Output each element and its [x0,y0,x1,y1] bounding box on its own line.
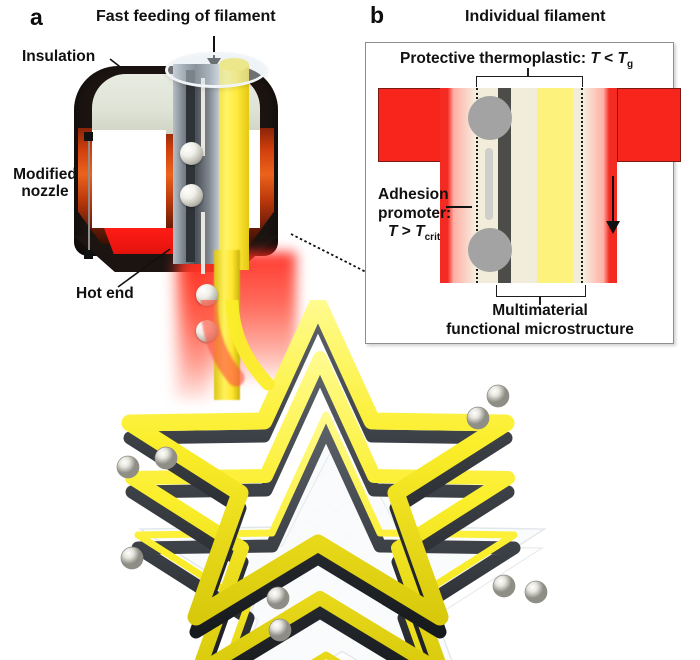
callout-connector-line [290,233,371,275]
measure-cap-top [84,132,93,141]
star-layer-top [121,300,515,639]
symbol-Tcrit: T [415,223,425,241]
label-modified-nozzle-line2: nozzle [21,183,69,201]
label-multimaterial-microstructure: Multimaterial functional microstructure [395,302,685,340]
feed-arrow-shaft [213,36,215,62]
label-modified-nozzle: Modified nozzle [6,166,84,201]
panel-b-title: Individual filament [465,8,606,25]
panel-b-letter: b [370,2,385,28]
nozzle-chamber-left [92,130,166,228]
symbol-T: T [388,223,398,241]
filament-yellow-core [219,64,249,270]
printed-star-lattice [116,300,548,660]
thermoplastic-layer-middle [511,88,537,283]
label-hot-end: Hot end [76,285,134,302]
flow-arrow-shaft [612,176,614,224]
symbol-Tg: T [617,50,627,67]
panel-a-letter: a [30,4,43,30]
bracket-up-icon [476,76,583,87]
star-layer-bottom [131,411,521,660]
down-arrow-icon [606,221,620,234]
label-protective-text: Protective thermoplastic: [400,50,591,67]
hot-end-leader-line [117,248,171,288]
guide-tube-bore [186,70,195,262]
inclusion-bead [180,142,203,165]
microstructure-inclusion-top [468,96,512,140]
microstructure-inclusion-bottom [468,228,512,272]
bracket-up-stem [527,68,529,77]
measure-bar [88,136,90,254]
panel-a: a Fast feeding of filament Insulation [0,0,380,400]
adhesion-promoter-layer-right [603,88,617,283]
symbol-less-than: < [599,50,618,67]
descending-filament [200,300,275,391]
symbol-Tcrit-subscript: crit [424,232,441,244]
gradient-zone-left [454,88,476,283]
label-micro-line1: Multimaterial [492,302,588,319]
dotted-line-icon [476,88,478,283]
inclusion-bead [180,184,203,207]
label-adhesion-line1: Adhesion [378,186,449,203]
embedded-beads [116,384,548,642]
star-layer-middle [125,351,515,660]
label-adhesion-line2: promoter: [378,204,452,222]
nozzle-collar [165,52,267,88]
microstructure-fiber [485,148,493,220]
label-modified-nozzle-line1: Modified [13,166,77,183]
label-adhesion-promoter: Adhesion promoter: T > Tcrit [378,186,451,244]
label-insulation: Insulation [22,48,96,65]
core-rod-upper [201,78,205,156]
core-rod-lower [201,212,205,274]
adhesion-promoter-layer-left [440,88,454,283]
adhesion-leader-line [446,206,472,208]
symbol-greater-than: > [397,223,416,241]
dotted-line-icon [581,88,583,283]
label-adhesion-condition: T > Tcrit [378,223,451,244]
symbol-Tg-subscript: g [626,59,634,71]
bracket-down-icon [496,285,586,297]
adhesion-shoulder-left [378,88,442,162]
hot-end-lip-left [104,228,174,254]
label-protective-thermoplastic: Protective thermoplastic: T < Tg [400,50,633,70]
symbol-T: T [590,50,600,67]
yellow-core-layer [537,88,573,283]
filament-cross-section [378,88,681,283]
label-fast-feeding: Fast feeding of filament [96,8,276,25]
bracket-down-stem [539,296,541,305]
label-micro-line2: functional microstructure [446,320,634,338]
gradient-zone-right [583,88,603,283]
adhesion-shoulder-right [617,88,681,162]
measure-cap-bottom [84,250,93,259]
thermoplastic-layer-right [573,88,583,283]
